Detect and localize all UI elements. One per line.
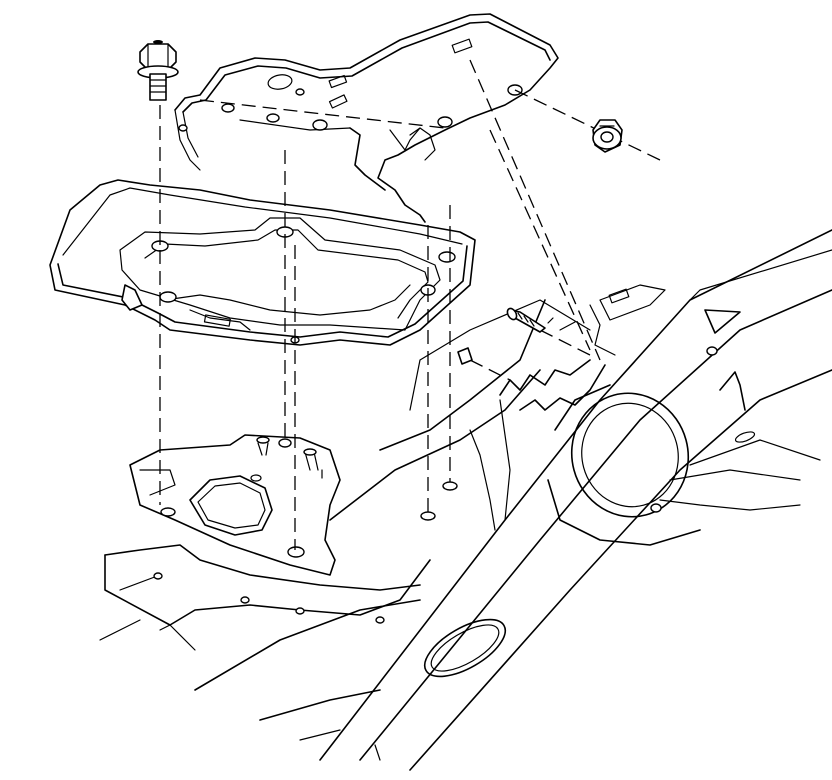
flange-bolt (137, 40, 179, 101)
wheelhouse (547, 384, 701, 546)
tray (49, 179, 476, 346)
mounting-base (129, 434, 341, 576)
vehicle-frame (99, 229, 832, 771)
alignment-lines (159, 59, 661, 550)
nut (592, 119, 623, 153)
screw (457, 307, 554, 365)
upper-bracket (174, 13, 559, 223)
